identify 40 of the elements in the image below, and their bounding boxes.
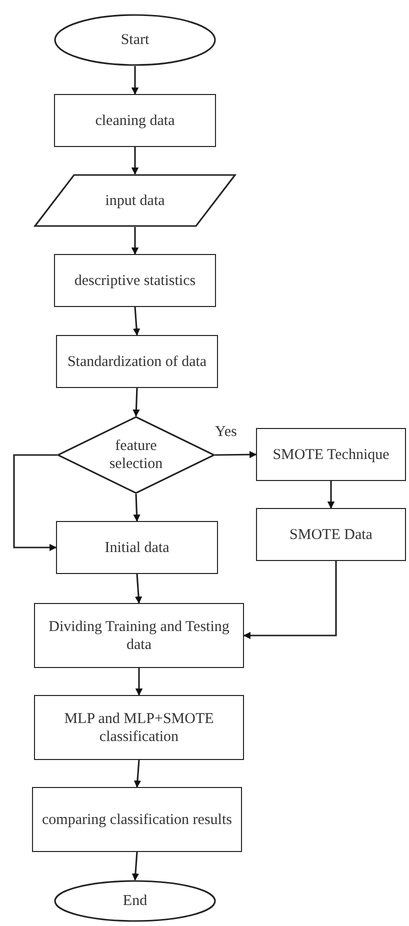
node-label: descriptive statistics [73, 272, 197, 290]
node-label: MLP and MLP+SMOTE classification [63, 710, 215, 746]
arrow [135, 668, 143, 696]
node-label: feature selection [108, 437, 164, 473]
node-label: SMOTE Data [288, 526, 374, 544]
arrow [131, 227, 139, 255]
process-box [34, 695, 244, 760]
node-label: Dividing Training and Testing data [48, 618, 230, 654]
process-box [256, 508, 406, 561]
arrow [132, 306, 140, 336]
arrow [133, 494, 140, 522]
process-box [32, 787, 242, 852]
input-parallelogram [34, 174, 236, 227]
arrow [134, 760, 142, 788]
node-label: comparing classification results [41, 810, 233, 828]
arrow [132, 852, 140, 881]
arrow [214, 450, 257, 458]
decision-diamond [57, 416, 215, 494]
start-terminal [54, 14, 216, 66]
process-box [34, 603, 244, 668]
node-label: Initial data [104, 538, 170, 556]
process-box [256, 428, 406, 481]
process-box [56, 335, 218, 388]
arrow [13, 454, 57, 552]
process-box [56, 521, 218, 574]
process-box [54, 254, 216, 307]
arrow [327, 481, 335, 509]
end-terminal [54, 880, 216, 922]
node-label: input data [104, 192, 166, 210]
node-label: Start [120, 31, 150, 49]
node-label: End [122, 892, 148, 910]
arrow [132, 388, 140, 417]
arrow [131, 147, 139, 175]
process-box [54, 94, 216, 147]
arrow [243, 561, 337, 640]
node-label: SMOTE Technique [272, 446, 390, 464]
node-label: cleaning data [94, 112, 176, 130]
node-label: Standardization of data [66, 352, 208, 370]
arrow [134, 574, 142, 604]
arrow [131, 66, 139, 95]
